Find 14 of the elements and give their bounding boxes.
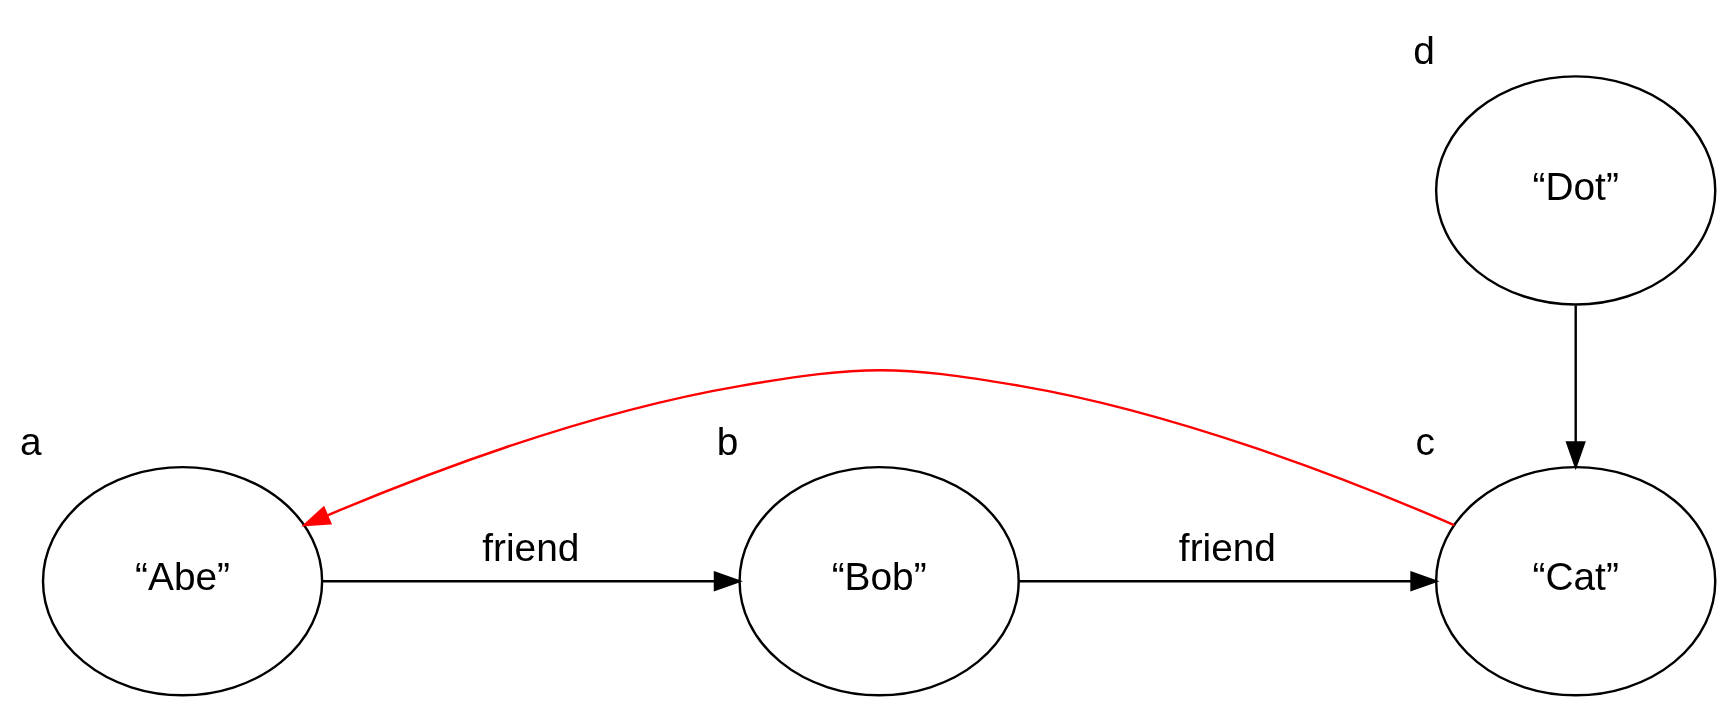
node-ellipse: “Bob” [738, 465, 1020, 697]
node-label: a [20, 419, 42, 463]
node-ellipse: “Dot” [1434, 75, 1717, 306]
arrow [1565, 305, 1586, 471]
node-label: d [1413, 28, 1435, 72]
arrow [322, 571, 743, 592]
edge-label: friend [1178, 526, 1276, 570]
node-ellipse: “Abe” [41, 465, 324, 697]
node-label: c [1415, 419, 1435, 463]
node-label: b [716, 419, 739, 463]
arrow [301, 369, 1455, 527]
arrow [1019, 571, 1440, 592]
node-ellipse: “Cat” [1434, 465, 1717, 697]
edge-label: friend [482, 526, 580, 570]
